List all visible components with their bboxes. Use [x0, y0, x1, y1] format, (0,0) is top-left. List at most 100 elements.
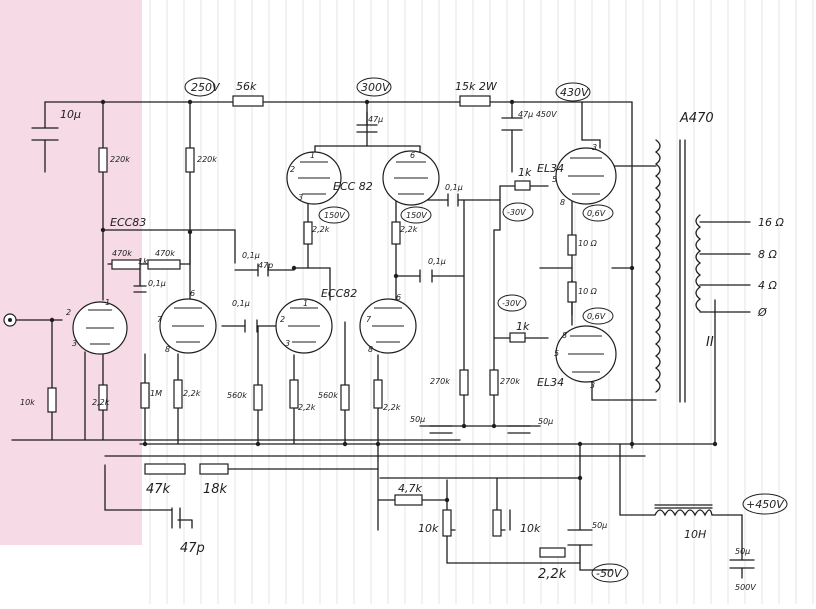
label-el34-bottom: EL34	[537, 376, 564, 389]
label-el34-top: EL34	[537, 162, 564, 175]
label-c10u: 10μ	[60, 108, 81, 121]
label-c47p-fb: 47p	[180, 541, 205, 556]
label-300v: 300V	[361, 81, 391, 94]
label-c01u-a: 0,1μ	[242, 251, 260, 260]
label-ecc82-top: ECC 82	[333, 180, 373, 193]
tube-v6-ecc82-mid-right	[359, 298, 417, 354]
resistor-labels: 56k 15k 2W 220k 220k 470k 470k 10k 1k 2,…	[20, 80, 598, 582]
pin-8e: 8	[560, 198, 565, 207]
label-r2k2-d: 2,2k	[383, 403, 401, 412]
label-r560k-b: 560k	[318, 391, 338, 400]
label-roman-ii: II	[706, 335, 714, 350]
input-jack-symbol	[3, 313, 17, 327]
label-ecc83: ECC83	[110, 216, 146, 229]
label-430v: 430V	[560, 86, 590, 99]
tube-v3-ecc82-top-left	[286, 151, 342, 205]
label-0-6v-a: 0,6V	[587, 209, 606, 218]
label-c47u-a: 47μ	[368, 115, 383, 124]
label-r15k-2w: 15k 2W	[455, 80, 498, 93]
output-transformer	[654, 139, 702, 403]
label-r1k-b: 1k	[516, 320, 530, 333]
label-c50u-psu-v: 500V	[735, 583, 756, 592]
label-150v-a: 150V	[324, 211, 345, 220]
pin-8: 8	[165, 345, 170, 354]
tube-v4-ecc82-top-right	[382, 150, 440, 206]
label-r10-b: 10 Ω	[578, 287, 598, 296]
tap-16-ohm: 16 Ω	[758, 216, 784, 229]
label-r2k2-b: 2,2k	[183, 389, 201, 398]
label-r2k2-a: 2,2k	[92, 398, 110, 407]
pin-6: 6	[190, 289, 195, 298]
label-pot10k-a: 10k	[418, 522, 439, 535]
label-c50u-c: 50μ	[592, 521, 607, 530]
label-r1m: 1M	[150, 389, 162, 398]
label-r270k-b: 270k	[500, 377, 520, 386]
junction-dots	[49, 99, 718, 503]
pin-3c: 3	[285, 339, 290, 348]
label-a470: A470	[679, 111, 714, 126]
label-r2k2-bias: 2,2k	[538, 567, 567, 582]
pin-1: 1	[105, 298, 110, 307]
pin-5b: 5	[554, 349, 559, 358]
wiring	[11, 101, 751, 579]
pin-3b: 3	[298, 193, 303, 202]
label-r4k7: 4,7k	[398, 482, 422, 495]
tap-4-ohm: 4 Ω	[758, 279, 777, 292]
margin-tint	[0, 0, 142, 545]
tube-v5-ecc82-mid-left	[275, 298, 333, 354]
label-0-6v-b: 0,6V	[587, 312, 606, 321]
pin-6b: 6	[410, 151, 415, 160]
label-r470k-a: 470k	[112, 249, 132, 258]
label-r220k-a: 220k	[110, 155, 130, 164]
label-c01u-c: 0,1μ	[148, 279, 166, 288]
pin-8c: 8	[368, 345, 373, 354]
label-c50u-psu: 50μ	[735, 547, 750, 556]
tube-type-labels: ECC83 ECC 82 ECC82 EL34 EL34	[110, 162, 564, 389]
voltage-labels: 250V 300V 430V +450V -50V 150V 150V -30V…	[191, 81, 785, 580]
label-r10k-in: 10k	[20, 398, 35, 407]
pin-1b: 1	[310, 151, 315, 160]
label-r2k2-c: 2,2k	[298, 403, 316, 412]
label-c01u-b: 0,1μ	[232, 299, 250, 308]
label-r220k-b: 220k	[197, 155, 217, 164]
resistor-bodies	[47, 95, 577, 558]
voltage-markers	[184, 77, 788, 583]
tube-el34-bottom	[555, 325, 617, 383]
label-r47k: 47k	[146, 482, 171, 497]
label-choke-10h: 10H	[684, 528, 706, 541]
label-250v: 250V	[191, 81, 221, 94]
capacitor-labels: 10μ 47μ 47μ 450V 0,1μ 0,1μ 0,1μ 0,1μ 0,1…	[60, 108, 756, 592]
pin-5a: 5	[552, 175, 557, 184]
label-r470k-b: 470k	[155, 249, 175, 258]
pin-1c: 1	[303, 299, 308, 308]
label-c01u-d: 0,1μ	[445, 183, 463, 192]
pin-2b: 2	[290, 165, 295, 174]
tube-el34-top	[555, 147, 617, 205]
label-450v: +450V	[746, 498, 785, 511]
pin-3: 3	[72, 339, 77, 348]
label-ecc82-mid: ECC82	[321, 287, 357, 300]
tap-8-ohm: 8 Ω	[758, 248, 777, 261]
label-neg30v-b: -30V	[502, 299, 521, 308]
label-c50u-a: 50μ	[410, 415, 425, 424]
label-r2k2-f: 2,2k	[400, 225, 418, 234]
label-c47p-a: 47p	[258, 261, 273, 270]
label-r1k-in: 1k	[138, 257, 148, 266]
label-pot10k-b: 10k	[520, 522, 541, 535]
pin-3e: 3	[592, 143, 597, 152]
tube-v1-ecc83	[72, 301, 128, 355]
label-c50u-b: 50μ	[538, 417, 553, 426]
pin-6c: 6	[396, 293, 401, 302]
psu-choke	[654, 504, 713, 517]
label-r18k: 18k	[203, 482, 228, 497]
label-r2k2-e: 2,2k	[312, 225, 330, 234]
pin-8f: 8	[562, 331, 567, 340]
label-r10-a: 10 Ω	[578, 239, 598, 248]
pin-3f: 3	[590, 381, 595, 390]
label-c47u-b: 47μ 450V	[518, 110, 557, 119]
label-r1k-a: 1k	[518, 166, 532, 179]
tap-0: Ø	[757, 306, 767, 319]
pin-7c: 7	[366, 315, 372, 324]
